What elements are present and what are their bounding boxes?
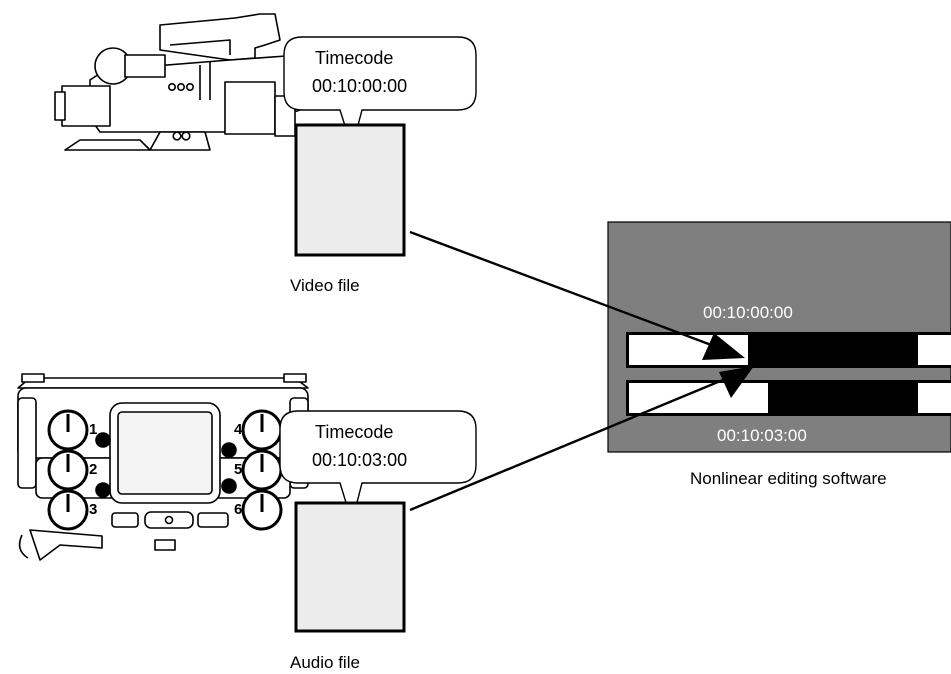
video-file-icon (296, 125, 404, 255)
audio-file-icon (296, 503, 404, 631)
camera-bubble-timecode: 00:10:00:00 (312, 76, 407, 96)
recorder-bubble-line1: Timecode (315, 422, 393, 442)
nle-video-track (626, 332, 951, 368)
nle-audio-track (626, 380, 951, 416)
video-file-label: Video file (290, 276, 360, 295)
recorder-bubble-timecode: 00:10:03:00 (312, 450, 407, 470)
channel-number-5: 5 (234, 461, 242, 478)
channel-number-6: 6 (234, 501, 242, 518)
audio-file-label: Audio file (290, 653, 360, 672)
channel-number-3: 3 (89, 501, 97, 518)
audio-recorder-illustration (18, 374, 308, 560)
video-camera-illustration (55, 14, 300, 150)
channel-number-2: 2 (89, 461, 97, 478)
channel-number-4: 4 (234, 421, 243, 438)
nle-caption: Nonlinear editing software (690, 469, 887, 488)
nle-top-timecode: 00:10:00:00 (703, 303, 793, 322)
channel-number-1: 1 (89, 421, 97, 438)
nle-bottom-timecode: 00:10:03:00 (717, 426, 807, 445)
camera-bubble-line1: Timecode (315, 48, 393, 68)
